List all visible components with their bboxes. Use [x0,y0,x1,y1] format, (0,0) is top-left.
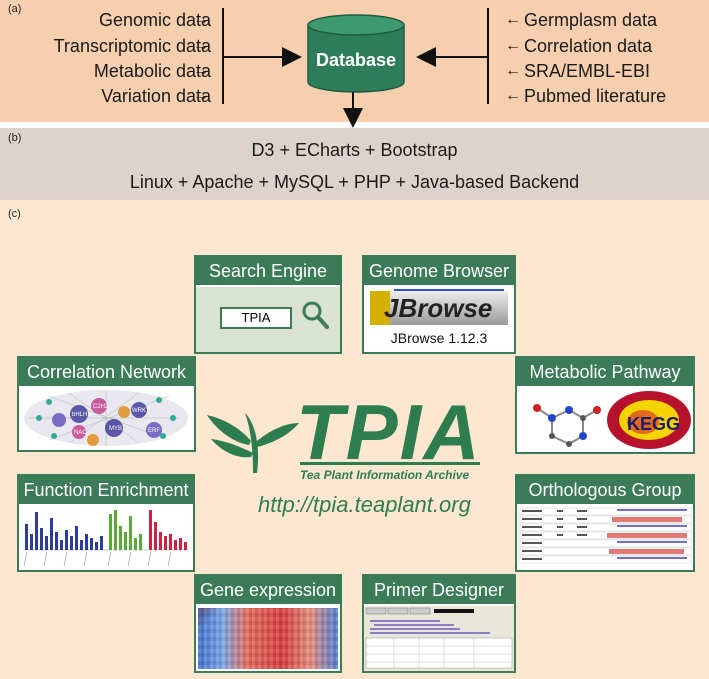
jbrowse-version: JBrowse 1.12.3 [390,330,488,346]
arrow-left-icon: ← [505,11,521,28]
network-node-label: NAC [74,430,87,436]
tpia-url-link[interactable]: http://tpia.teaplant.org [258,492,471,517]
source-variation: Variation data [101,86,211,106]
arrow-left-icon: ← [505,87,521,104]
function-enrichment-module: Function Enrichment [17,474,195,572]
search-icon[interactable] [300,299,330,331]
search-engine-module: Search Engine TPIA [194,255,342,354]
source-genomic: Genomic data [98,10,211,30]
module-title: Metabolic Pathway [517,358,693,386]
primer-designer-module: Primer Designer [362,574,516,673]
network-node-label: MYB [109,426,122,432]
network-node-label: bHLH [72,412,87,418]
metabolic-pathway-module: Metabolic Pathway KEGG [515,356,695,454]
arrow-left-icon: ← [505,62,521,79]
tpia-subtitle: Tea Plant Information Archive [300,468,470,482]
source-sra: SRA/EMBL-EBI [524,61,651,81]
module-title: Genome Browser [364,257,514,285]
panel-c-label: (c) [8,208,21,220]
module-title: Primer Designer [364,576,514,604]
pathway-image: KEGG [533,391,691,449]
flow-arrows [224,14,487,242]
source-transcriptomic: Transcriptomic data [53,36,211,56]
network-node-label: WRKY [132,408,150,414]
module-title: Search Engine [196,257,340,285]
enrichment-bar-chart [23,510,189,567]
bracket-line-right [487,8,489,104]
expression-heatmap [198,608,338,669]
tea-leaf-logo-icon [207,413,299,473]
network-graph: MYB bHLH WRKY ERF NAC C2H2 [24,390,188,446]
module-title: Function Enrichment [19,476,193,504]
arrow-right-icon: → [193,37,209,54]
panel-b-label: (b) [8,132,22,144]
arrow-left-icon: ← [505,37,521,54]
genome-browser-module: Genome Browser JBrowse JBrowse 1.12.3 [362,255,516,354]
module-title: Orthologous Group [517,476,693,504]
source-correlation: Correlation data [524,36,653,56]
arrow-right-icon: → [193,87,209,104]
primer-design-screenshot [365,607,513,669]
source-pubmed: Pubmed literature [524,86,667,106]
panel-a-label: (a) [8,3,22,15]
jbrowse-logo: JBrowse [370,289,508,325]
search-input[interactable]: TPIA [220,307,292,329]
arrow-right-icon: → [193,11,209,28]
database-label: Database [315,50,397,70]
arrow-right-icon: → [193,62,209,79]
logo-underline [300,462,480,465]
source-metabolic: Metabolic data [93,61,211,81]
module-title: Correlation Network [19,358,194,386]
backend-stack: Linux + Apache + MySQL + PHP + Java-base… [129,172,580,192]
network-node-label: C2H2 [93,404,109,410]
module-title: Gene expression [196,576,340,604]
alignment-table [518,507,692,564]
source-germplasm: Germplasm data [524,10,658,30]
frontend-stack: D3 + ECharts + Bootstrap [251,140,458,160]
bracket-line-left [222,8,224,104]
tpia-logo-title: TPIA [296,388,482,476]
correlation-network-module: Correlation Network MYB bHLH WRKY [17,356,196,452]
panel-b [0,128,709,200]
kegg-logo-text: KEGG [627,414,680,434]
orthologous-group-module: Orthologous Group [515,474,695,572]
network-node-label: ERF [148,428,160,434]
gene-expression-module: Gene expression [194,574,342,673]
